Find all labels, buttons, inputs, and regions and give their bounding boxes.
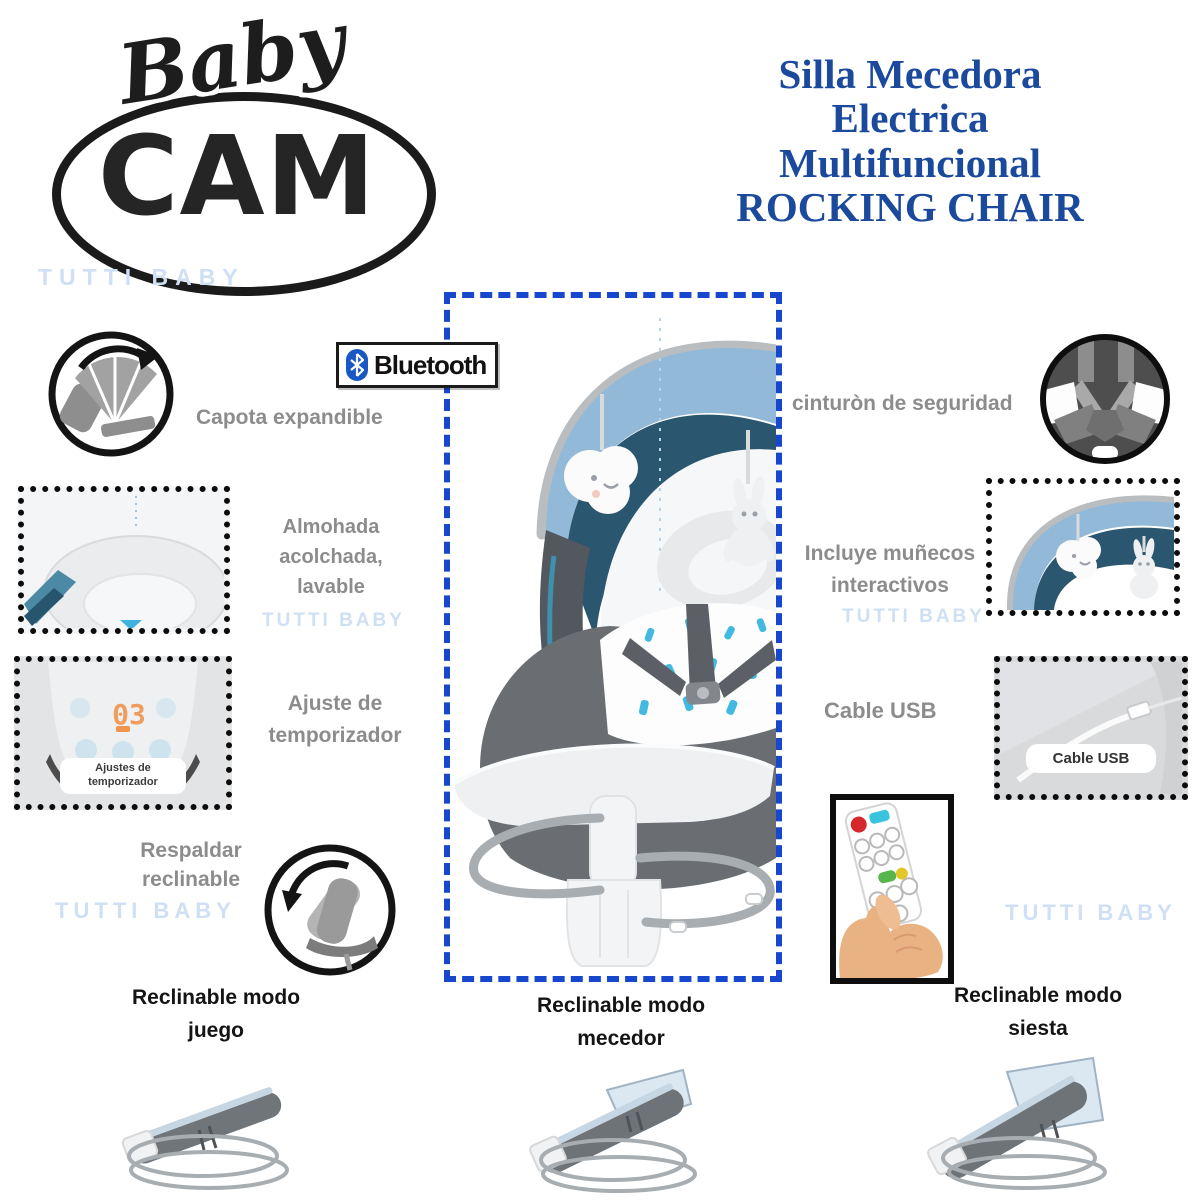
page-title: Silla Mecedora Electrica Multifuncional … [736,51,1084,230]
feature-almohada-label: Almohada acolchada, lavable [279,516,383,598]
bunny-toy [723,476,775,566]
mode-juego-photo [103,1036,308,1194]
cloud-toy [564,446,638,514]
watermark: TUTTI BABY [842,606,985,627]
canopy-expand-icon [45,328,177,460]
mode-mecedor-photo [515,1042,710,1194]
interactive-toys-photo [986,478,1180,616]
bluetooth-label: Bluetooth [374,349,487,380]
brand-logo-oval [52,92,436,296]
safety-harness-photo [1038,332,1172,466]
brand-logo-name: CAM [97,112,377,240]
mode-siesta-photo [915,1038,1130,1193]
bluetooth-badge: Bluetooth [336,342,498,388]
timer-display-value: 03 [112,698,146,731]
feature-capota-label: Capota expandible [196,406,383,429]
watermark: TUTTI BABY [1005,900,1176,925]
recline-icon [260,840,400,980]
pillow-photo [18,486,230,634]
remote-control-photo [830,794,954,984]
watermark: TUTTI BABY [55,898,236,923]
bluetooth-icon [346,349,368,381]
feature-munecos-label: Incluye muñecos interactivos [804,542,976,597]
mode-juego-label: Reclinable modo juego [131,986,301,1042]
feature-respaldar-label: Respaldar reclinable [140,839,242,892]
mode-siesta-label: Reclinable modo siesta [953,984,1123,1040]
rocking-chair-product-image [452,318,776,967]
timer-photo-caption: Ajustes de temporizador [60,758,186,794]
feature-cable-label: Cable USB [824,698,937,723]
timer-panel-photo: 03 Ajustes de temporizador [14,656,232,810]
usb-cable-photo: Cable USB [994,656,1188,800]
main-product-frame [444,292,782,982]
feature-cinturon-label: cinturòn de seguridad [792,392,1013,415]
feature-temporizador-label: Ajuste de temporizador [268,692,402,747]
watermark: TUTTI BABY [38,264,245,290]
watermark: TUTTI BABY [262,610,405,631]
mode-mecedor-label: Reclinable modo mecedor [536,994,706,1050]
harness-straps [622,604,776,705]
usb-photo-caption: Cable USB [1026,744,1156,773]
